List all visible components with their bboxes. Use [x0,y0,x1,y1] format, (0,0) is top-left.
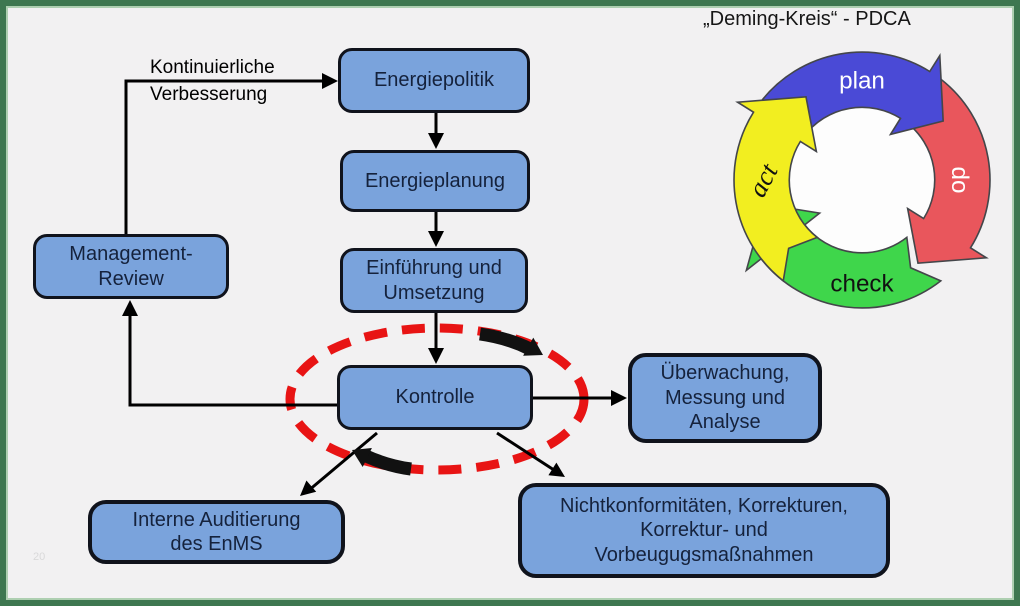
node-nichtkonformitaeten: Nichtkonformitäten, Korrekturen, Korrekt… [518,483,890,578]
pdca-plan-label: plan [839,67,885,94]
arrowhead-icon [322,73,338,89]
connector-kontrolle-to-review [128,307,337,407]
pdca-do-label: do [946,167,973,194]
arrowhead-icon [428,348,444,364]
arrowhead-icon [548,462,565,477]
pdca-cycle-diagram: plan do check act [733,51,991,309]
pdca-check-label: check [830,271,894,298]
node-interne-auditierung: Interne Auditierung des EnMS [88,500,345,564]
node-ueberwachung-messung-analyse: Überwachung, Messung und Analyse [628,353,822,443]
feedback-loop-label: Kontinuierliche Verbesserung [150,57,275,105]
arrowhead-icon [122,300,138,316]
arrowhead-icon [428,133,444,149]
arrowhead-icon [300,480,317,496]
arrowhead-icon [428,231,444,247]
node-management-review: Management- Review [33,234,229,299]
connector-kontrolle-to-audit [307,431,378,493]
rotation-arrow-bottom-icon [352,448,412,476]
arrowhead-icon [611,390,627,406]
rotation-arrow-top-icon [479,327,543,356]
node-kontrolle: Kontrolle [337,365,533,430]
node-energieplanung: Energieplanung [340,150,530,212]
node-einfuehrung-umsetzung: Einführung und Umsetzung [340,248,528,313]
connector-review-to-politik [124,79,332,234]
pdca-title: „Deming-Kreis“ - PDCA [703,8,911,30]
page-number-watermark: 20 [33,551,46,563]
pdca-act-arrow-icon [733,95,819,283]
node-energiepolitik: Energiepolitik [338,48,530,113]
connector-kontrolle-to-nichtkonformitaeten [496,431,555,472]
pdca-center-circle [786,104,938,256]
